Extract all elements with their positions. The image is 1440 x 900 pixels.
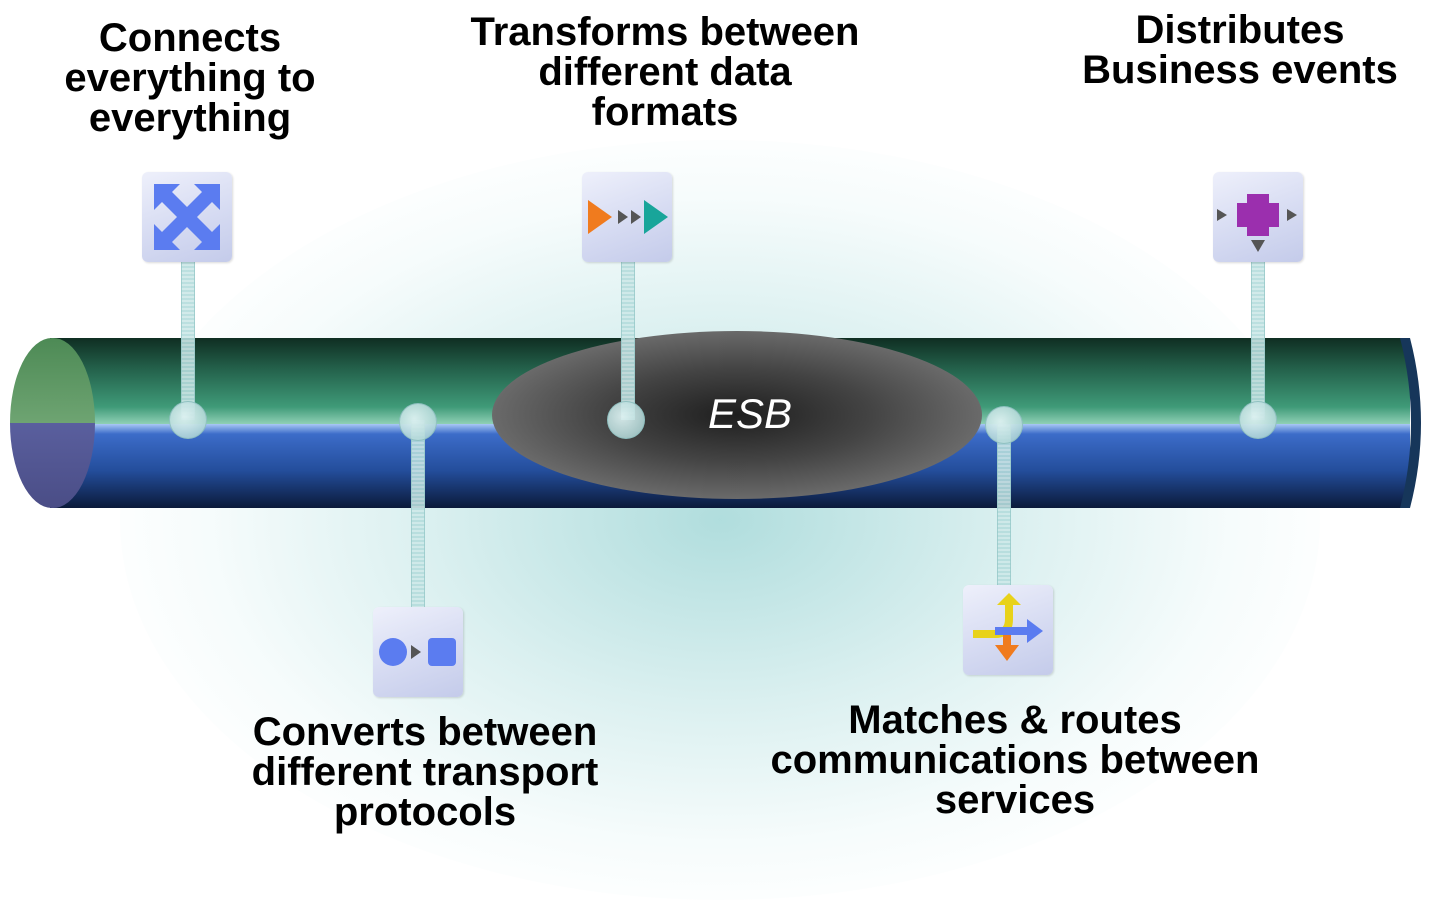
circle-to-square-icon [379,638,456,666]
background-glow [120,140,1320,900]
caption-line: Matches & routes [848,698,1182,742]
caption-transforms: Transforms between different data format… [410,12,920,132]
connection-node [607,401,645,439]
caption-line: Connects [98,16,282,60]
connector-stem [181,260,195,420]
caption-line: Business events [1082,48,1398,92]
esb-pipe [10,331,1421,509]
caption-converts: Converts between different transport pro… [170,712,680,832]
connector-stem [411,420,425,610]
caption-line: formats [591,90,739,134]
caption-distributes: Distributes Business events [1040,10,1440,90]
caption-line: everything to [64,56,316,100]
pipe-end-cap-upper [10,337,95,423]
distributes-tile [1213,172,1303,262]
publish-plus-icon [1217,194,1297,252]
caption-matches: Matches & routes communications between … [730,700,1300,820]
pipe-end-cap-lower [10,423,96,509]
caption-line: everything [88,96,292,140]
transform-arrows-icon [588,200,668,234]
converts-tile [373,607,463,697]
caption-line: protocols [333,790,517,834]
caption-line: services [934,778,1096,822]
caption-line: communications between [770,738,1260,782]
connects-tile [142,172,232,262]
connector-stem [1251,260,1265,420]
route-split-arrows-icon [973,593,1043,661]
esb-label: ESB [707,390,793,437]
four-way-arrows-icon [154,184,220,250]
connection-node [985,406,1023,444]
caption-line: Transforms between [470,10,860,54]
caption-line: Distributes [1135,8,1345,52]
connector-stem [997,424,1011,589]
caption-line: different transport [251,750,599,794]
connector-stem [621,260,635,420]
caption-line: Converts between [252,710,598,754]
caption-connects: Connects everything to everything [40,18,340,138]
connection-node [1239,401,1277,439]
caption-line: different data [538,50,792,94]
transforms-tile [582,172,672,262]
connection-node [169,401,207,439]
matches-tile [963,585,1053,675]
connection-node [399,403,437,441]
esb-ellipse [492,331,982,499]
